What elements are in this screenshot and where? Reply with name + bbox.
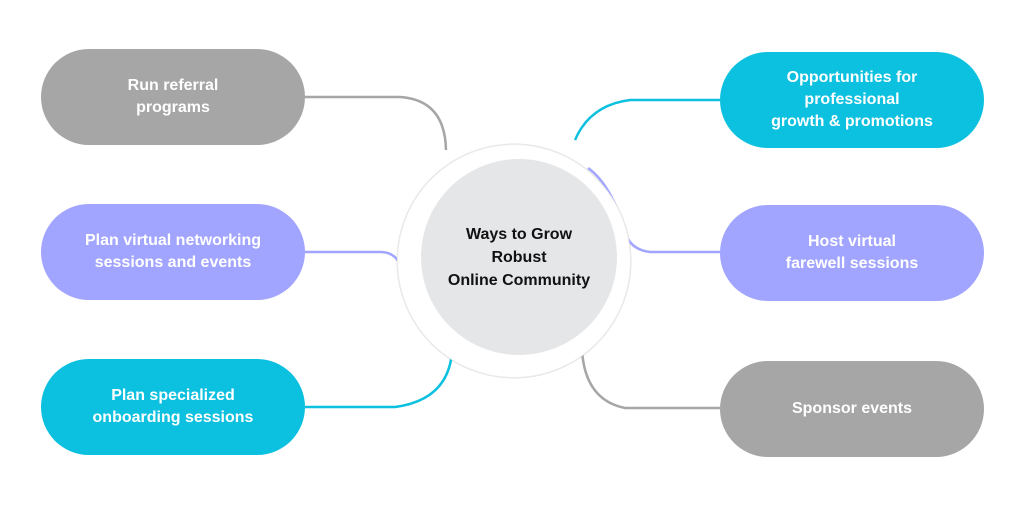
- connector-growth: [573, 98, 720, 141]
- connector-networking: [305, 250, 402, 266]
- node-host-farewell-sessions: Host virtual farewell sessions: [720, 205, 984, 301]
- center-topic: Ways to Grow Robust Online Community: [421, 159, 617, 355]
- connector-referral: [305, 95, 448, 151]
- node-run-referral-programs: Run referral programs: [41, 49, 305, 145]
- node-plan-specialized-onboarding: Plan specialized onboarding sessions: [41, 359, 305, 455]
- connector-onboarding: [305, 351, 454, 409]
- node-plan-virtual-networking: Plan virtual networking sessions and eve…: [41, 204, 305, 300]
- node-sponsor-events: Sponsor events: [720, 361, 984, 457]
- node-professional-growth: Opportunities for professional growth & …: [720, 52, 984, 148]
